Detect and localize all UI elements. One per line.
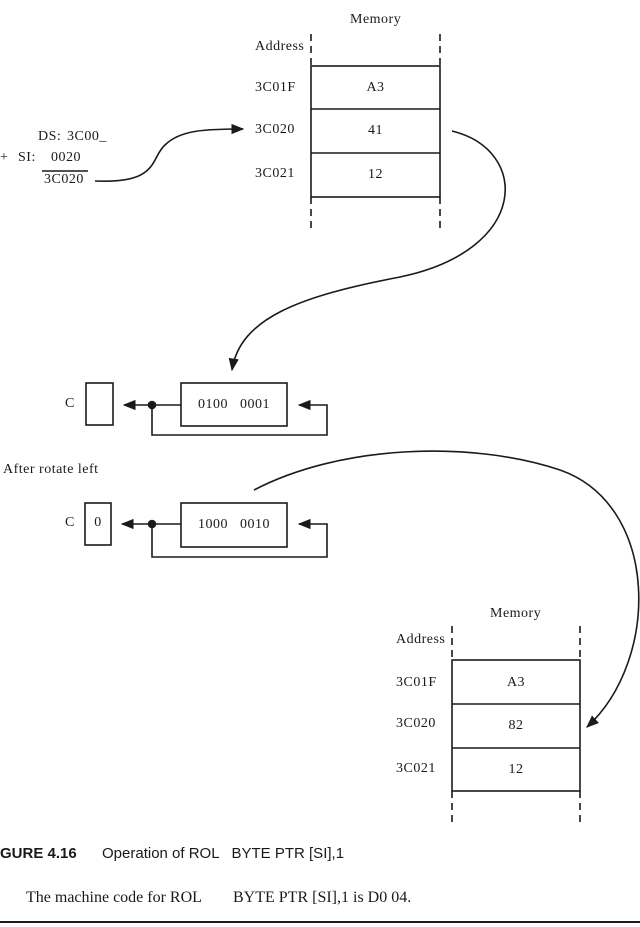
carry-label-after: C: [65, 515, 75, 530]
body-text-lead: The machine code for ROL: [26, 889, 202, 906]
memory-top-title: Memory: [350, 12, 402, 27]
memory-top-block: [310, 34, 441, 230]
register-to-memory-arrow: [253, 450, 640, 728]
carry-value-after: 0: [94, 515, 102, 530]
register-box-after: [180, 502, 288, 548]
memory-bottom-value-2: 12: [508, 762, 524, 777]
memory-top-address-0: 3C01F: [255, 80, 296, 95]
memory-top-value-0: A3: [366, 80, 385, 95]
memory-top-frame: [310, 65, 441, 198]
memory-top-value-1: 41: [368, 123, 383, 138]
address-to-memory-arrow: [94, 123, 245, 182]
rotate-loop-arrow-after: [151, 518, 328, 558]
memory-bottom-address-label: Address: [396, 632, 446, 647]
ds-label: DS:: [38, 129, 62, 144]
body-text-rest: BYTE PTR [SI],1 is D0 04.: [233, 889, 412, 906]
ds-value: 3C00_: [67, 129, 107, 144]
register-value-before: 0100 0001: [198, 397, 270, 412]
memory-bottom-title: Memory: [490, 606, 542, 621]
memory-top-address-label: Address: [255, 39, 305, 54]
figure-number: GURE 4.16: [0, 845, 77, 862]
carry-box-before: [85, 382, 114, 426]
memory-bottom-value-1: 82: [508, 718, 524, 733]
si-value: 0020: [51, 150, 81, 165]
memory-bottom-address-0: 3C01F: [396, 675, 437, 690]
memory-bottom-frame: [451, 659, 581, 792]
figure-caption: Operation of ROL BYTE PTR [SI],1: [102, 845, 345, 862]
carry-label-before: C: [65, 396, 75, 411]
memory-top-address-2: 3C021: [255, 166, 295, 181]
carry-box-after: [84, 502, 112, 546]
register-before-group: [85, 382, 328, 436]
register-after-group: [84, 450, 640, 728]
plus-sign: +: [0, 150, 9, 165]
memory-top-address-1: 3C020: [255, 122, 295, 137]
memory-to-register-arrow: [228, 130, 507, 372]
si-label: SI:: [18, 150, 36, 165]
rotate-loop-arrow-before: [151, 399, 328, 436]
memory-bottom-block: [451, 626, 581, 824]
memory-bottom-address-2: 3C021: [396, 761, 436, 776]
register-value-after: 1000 0010: [198, 517, 270, 532]
memory-top-value-2: 12: [368, 167, 383, 182]
after-rotate-label: After rotate left: [3, 462, 99, 477]
effective-address: 3C020: [44, 172, 84, 187]
memory-bottom-address-1: 3C020: [396, 716, 436, 731]
memory-bottom-value-0: A3: [506, 675, 526, 690]
